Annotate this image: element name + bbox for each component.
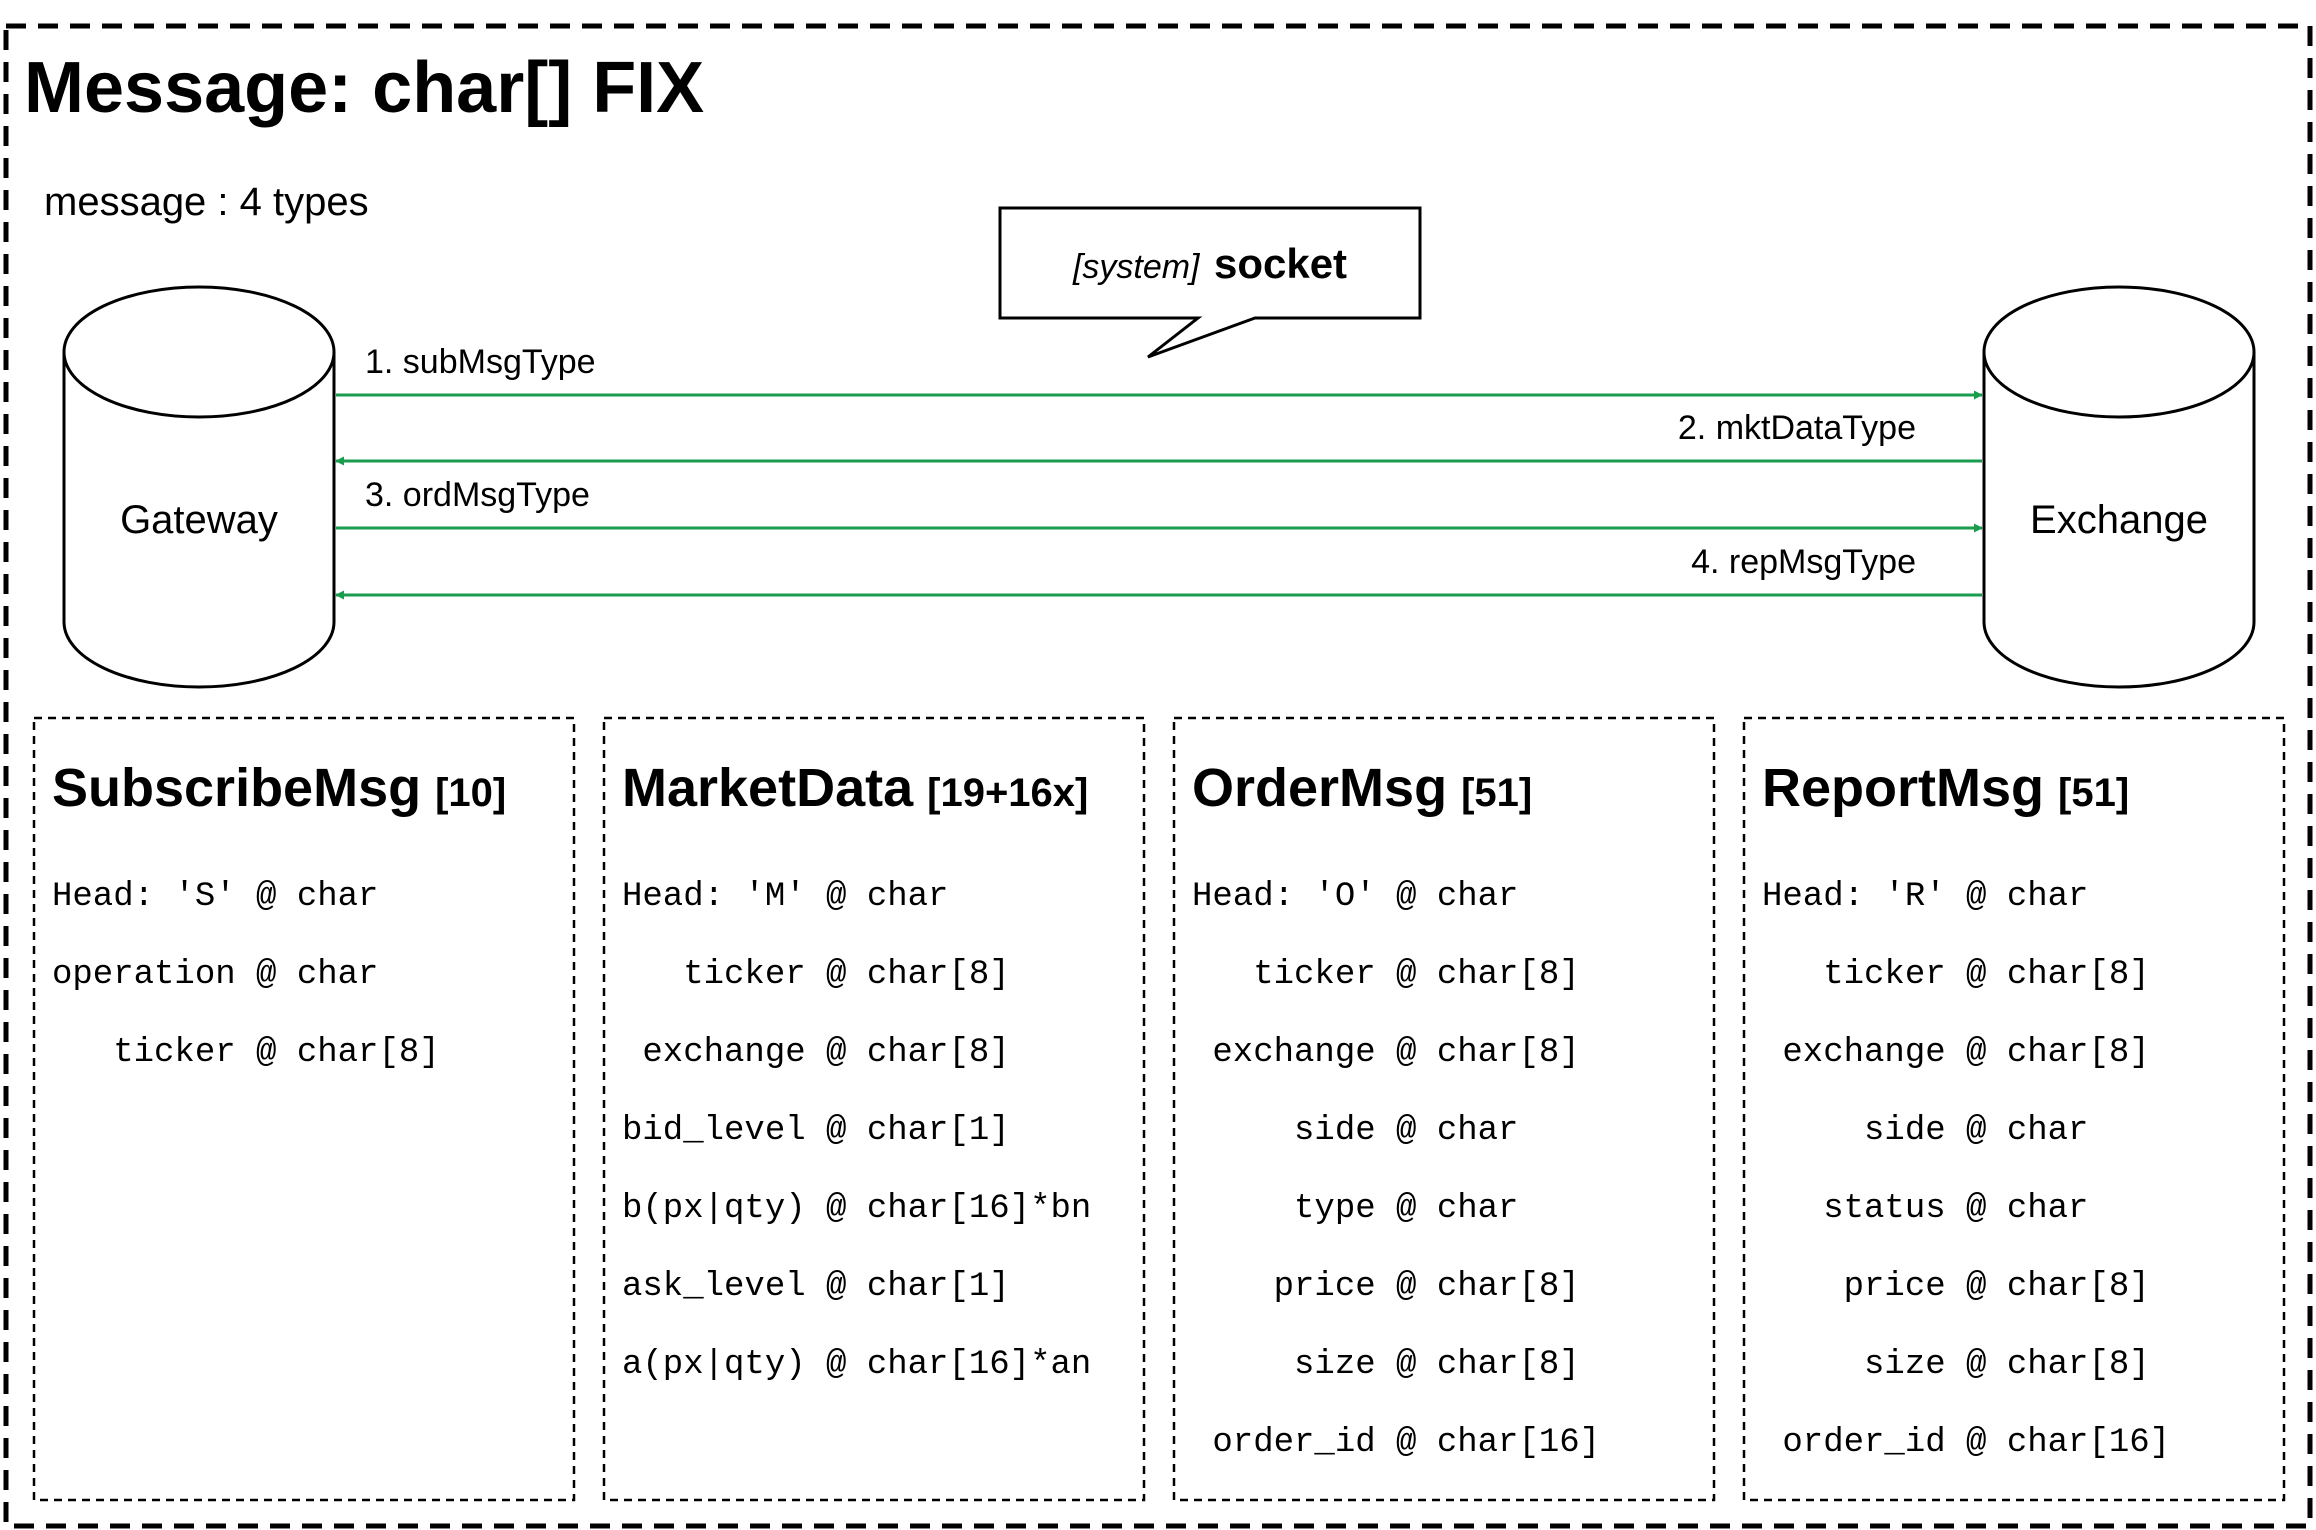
field-line: exchange @ char[8] [1762,1034,2150,1072]
panel-title: MarketData [19+16x] [622,758,1088,818]
field-line: Head: 'R' @ char [1762,878,2088,916]
panel-border [602,716,1146,1502]
field-line: ticker @ char[8] [52,1034,440,1072]
panel-title: SubscribeMsg [10] [52,758,506,818]
field-line: Head: 'M' @ char [622,878,948,916]
gateway-node: Gateway [62,285,336,689]
message-panel: ReportMsg [51] Head: 'R' @ char ticker @ c… [1742,716,2286,1502]
gateway-cylinder-body [62,352,336,689]
field-line: side @ char [1192,1112,1518,1150]
socket-callout: [system] socket [998,206,1422,359]
message-name: ReportMsg [1762,758,2044,818]
gateway-cylinder-top [62,285,336,419]
field-line: exchange @ char[8] [1192,1034,1580,1072]
field-line: Head: 'O' @ char [1192,878,1518,916]
panel-border [1742,716,2286,1502]
callout-bubble [998,206,1422,359]
message-size: [19+16x] [927,771,1088,815]
message-flows: 1. subMsgType 2. mktDataType 3. ordMsgType… [335,343,1983,600]
field-line: Head: 'S' @ char [52,878,378,916]
message-size: [51] [1461,771,1532,815]
field-line: order_id @ char[16] [1762,1424,2170,1462]
message-name: MarketData [622,758,914,818]
outer-container [3,23,2313,1529]
field-line: ask_level @ char[1] [622,1268,1010,1306]
field-line: price @ char[8] [1192,1268,1580,1306]
field-line: exchange @ char[8] [622,1034,1010,1072]
flow-label: 4. repMsgType [1691,543,1916,581]
callout-label: socket [1214,240,1347,287]
message-name: SubscribeMsg [52,758,421,818]
field-line: ticker @ char[8] [1762,956,2150,994]
field-line: size @ char[8] [1762,1346,2150,1384]
field-line: operation @ char [52,956,378,994]
flow-label: 2. mktDataType [1678,409,1916,447]
field-line: ticker @ char[8] [622,956,1010,994]
page-title: Message: char[] FIX [24,48,704,128]
field-line: price @ char[8] [1762,1268,2150,1306]
panel-title: ReportMsg [51] [1762,758,2129,818]
flow-label: 3. ordMsgType [365,476,590,514]
field-line: bid_level @ char[1] [622,1112,1010,1150]
field-line: b(px|qty) @ char[16]*bn [622,1190,1091,1228]
exchange-cylinder-top [1982,285,2256,419]
message-size: [51] [2058,771,2129,815]
message-count-label: message : 4 types [44,180,369,224]
callout-prefix: [system] [1072,248,1201,286]
message-panel: SubscribeMsg [10] Head: 'S' @ char operatio… [32,716,576,1502]
message-name: OrderMsg [1192,758,1447,818]
panel-border [1172,716,1716,1502]
exchange-cylinder-body [1982,352,2256,689]
field-line: side @ char [1762,1112,2088,1150]
message-panel: OrderMsg [51] Head: 'O' @ char ticker @ ch… [1172,716,1716,1502]
field-line: a(px|qty) @ char[16]*an [622,1346,1091,1384]
flow-label: 1. subMsgType [365,343,596,381]
exchange-label: Exchange [2030,498,2208,542]
field-line: type @ char [1192,1190,1518,1228]
field-line: order_id @ char[16] [1192,1424,1600,1462]
message-panel: MarketData [19+16x] Head: 'M' @ char ticke… [602,716,1146,1502]
field-line: ticker @ char[8] [1192,956,1580,994]
message-panels: SubscribeMsg [10] Head: 'S' @ char operatio… [32,716,2286,1502]
callout-text: [system] socket [1072,240,1347,287]
panel-title: OrderMsg [51] [1192,758,1532,818]
field-line: size @ char[8] [1192,1346,1580,1384]
gateway-label: Gateway [120,498,278,542]
panel-border [32,716,576,1502]
exchange-node: Exchange [1982,285,2256,689]
field-line: status @ char [1762,1190,2088,1228]
message-size: [10] [435,771,506,815]
